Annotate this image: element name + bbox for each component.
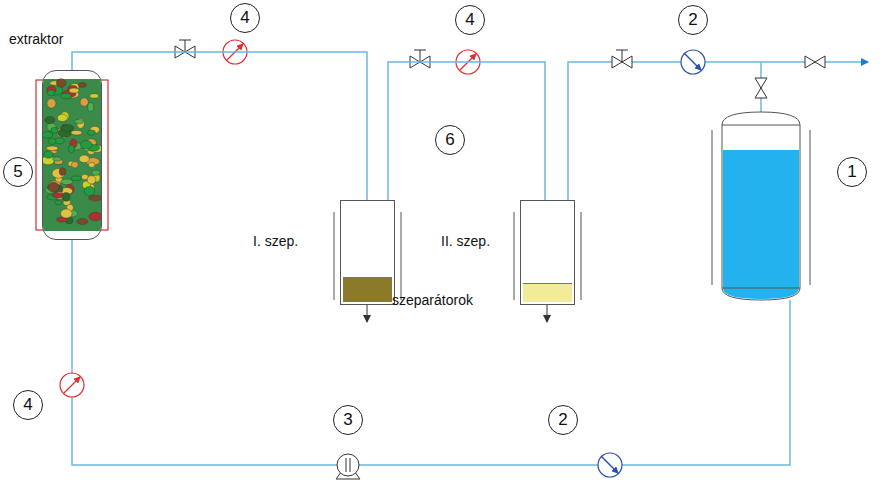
separator-jacket bbox=[401, 212, 402, 300]
flow-meter bbox=[598, 453, 622, 477]
pressure-gauge bbox=[60, 373, 84, 397]
valve bbox=[755, 78, 767, 98]
group-label: szeparátorok bbox=[392, 292, 473, 308]
separator-jacket bbox=[334, 212, 335, 300]
separated-extract bbox=[343, 277, 392, 302]
separator-jacket bbox=[581, 212, 582, 300]
vessel-label: extraktor bbox=[9, 31, 63, 47]
vessel-interior bbox=[43, 71, 101, 239]
separated-extract bbox=[523, 283, 572, 302]
valve bbox=[410, 50, 430, 68]
callout-number: 1 bbox=[837, 157, 867, 187]
drain-arrow bbox=[547, 305, 548, 322]
pipe-connector bbox=[72, 52, 367, 200]
extractor-vessel: extraktor bbox=[42, 70, 102, 240]
co2-outlet-pipe bbox=[568, 62, 868, 200]
pipe-connector bbox=[388, 62, 545, 200]
separator-vessel: I. szep. bbox=[340, 200, 395, 305]
valve bbox=[805, 56, 825, 68]
vessel-label: II. szep. bbox=[441, 233, 490, 249]
heating-jacket bbox=[36, 80, 108, 230]
callout-number: 4 bbox=[13, 390, 43, 420]
vessel-label: I. szep. bbox=[253, 233, 298, 249]
valve bbox=[175, 40, 195, 58]
packed-bed bbox=[43, 71, 101, 239]
callout-number: 6 bbox=[435, 125, 465, 155]
callout-number: 4 bbox=[230, 3, 260, 33]
drain-arrow bbox=[367, 305, 368, 322]
separator-vessel: II. szep. bbox=[520, 200, 575, 305]
callout-number: 5 bbox=[3, 157, 33, 187]
co2-tank bbox=[712, 112, 810, 300]
callout-number: 2 bbox=[548, 405, 578, 435]
callout-number: 3 bbox=[333, 405, 363, 435]
separator-jacket bbox=[514, 212, 515, 300]
valve bbox=[612, 50, 632, 68]
callout-number: 2 bbox=[678, 5, 708, 35]
feed-pipe bbox=[72, 240, 790, 465]
pump-symbol bbox=[336, 454, 360, 479]
callout-number: 4 bbox=[455, 5, 485, 35]
flow-meter bbox=[681, 50, 705, 74]
